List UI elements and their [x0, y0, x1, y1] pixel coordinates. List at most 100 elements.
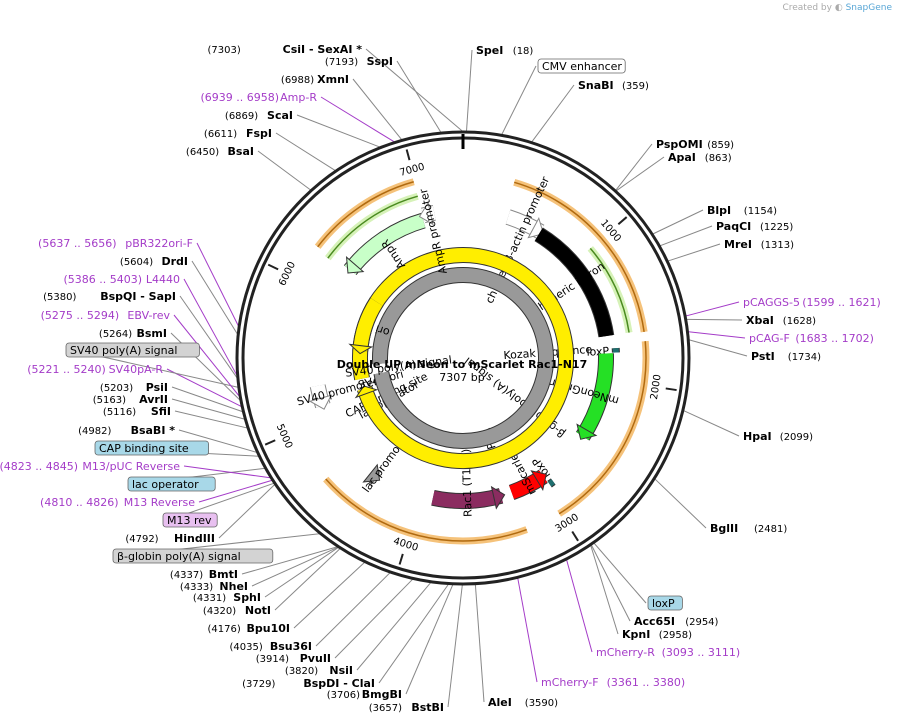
label-text: NsiI: [329, 664, 353, 677]
site-label-apai[interactable]: ApaI(863): [668, 151, 732, 164]
leader-3: [615, 143, 653, 191]
label-num: (7193): [325, 57, 358, 68]
site-label-alei[interactable]: AleI(3590): [488, 696, 558, 709]
site-label-bsabi-[interactable]: (4982)BsaBI *: [78, 424, 175, 437]
site-label-bspqi-sapi[interactable]: (5380)BspQI - SapI: [43, 290, 176, 303]
site-label-mcherry-r[interactable]: mCherry-R(3093 .. 3111): [596, 646, 740, 659]
site-label-m13-puc-reverse[interactable]: (4823 .. 4845)M13/pUC Reverse: [0, 460, 180, 473]
site-label-bspdi-clai[interactable]: (3729)BspDI - ClaI: [242, 677, 375, 690]
leader-38: [178, 429, 257, 453]
leader-1: [501, 65, 537, 135]
site-label-csii-sexai-[interactable]: (7303)CsiI - SexAI *: [208, 43, 363, 56]
site-label-bpu10i[interactable]: (4176)Bpu10I: [208, 622, 290, 635]
site-label-psii[interactable]: (5203)PsiI: [100, 381, 168, 394]
label-text: Acc65I: [634, 615, 675, 628]
label-num: (863): [705, 153, 732, 164]
site-label-kpni[interactable]: KpnI(2958): [622, 628, 692, 641]
leader-40: [171, 398, 245, 420]
site-label-bsu36i[interactable]: (4035)Bsu36I: [230, 640, 312, 653]
site-label-bmgbi[interactable]: (3706)BmgBI: [327, 688, 402, 701]
leader-26: [293, 562, 365, 629]
site-label-l4440[interactable]: (5386 .. 5403)L4440: [63, 273, 180, 286]
site-label-loxp[interactable]: loxP: [647, 595, 683, 611]
site-label-pbr322ori-f[interactable]: (5637 .. 5656)pBR322ori-F: [38, 237, 193, 250]
label-num: (3914): [256, 654, 289, 665]
site-label-sphi[interactable]: (4331)SphI: [193, 591, 261, 604]
label-text: XbaI: [746, 314, 774, 327]
site-label-pcaggs-5[interactable]: pCAGGS-5(1599 .. 1621): [743, 296, 881, 309]
site-label-fspi[interactable]: (6611)FspI: [204, 127, 272, 140]
leader-25: [315, 572, 391, 647]
site-label-pcag-f[interactable]: pCAG-F(1683 .. 1702): [749, 332, 874, 345]
site-label-sfii[interactable]: (5116)SfiI: [103, 405, 171, 418]
label-text: mCherry-R: [596, 646, 655, 659]
site-label-bsmi[interactable]: (5264)BsmI: [99, 327, 167, 340]
feature-ampr[interactable]: [344, 213, 426, 275]
feature-loxp-2[interactable]: [547, 479, 555, 487]
site-label-cmv-enhancer[interactable]: CMV enhancer: [537, 58, 626, 74]
label-text: PvuII: [300, 652, 331, 665]
watermark-brand: SnapGene: [845, 3, 892, 13]
leader-51: [275, 132, 336, 171]
site-label-pspomi[interactable]: PspOMI(859): [656, 138, 734, 151]
label-num: (3657): [369, 703, 402, 714]
site-label-sspi[interactable]: (7193)SspI: [325, 55, 393, 68]
feature-sv40-ori[interactable]: [353, 248, 573, 468]
label-text: M13 rev: [167, 514, 212, 527]
site-label-pvuii[interactable]: (3914) PvuII: [256, 652, 331, 665]
label-box: [112, 548, 274, 564]
site-label-acc65i[interactable]: Acc65I(2954): [634, 615, 719, 628]
label-text: ScaI: [267, 109, 293, 122]
site-label-paqci[interactable]: PaqCI(1225): [716, 220, 793, 233]
label-text: CsiI - SexAI *: [283, 43, 363, 56]
site-label-bmti[interactable]: (4337)BmtI: [170, 568, 238, 581]
site-label-ebv-rev[interactable]: (5275 .. 5294)EBV-rev: [41, 309, 171, 322]
leader-56: [365, 48, 463, 132]
label-box: [94, 440, 209, 456]
site-label-m13-reverse[interactable]: (4810 .. 4826)M13 Reverse: [40, 496, 195, 509]
site-label-lac-operator[interactable]: lac operator: [127, 476, 216, 492]
site-label-bstbi[interactable]: (3657)BstBI: [369, 701, 444, 714]
site-label-drdi[interactable]: (5604)DrdI: [120, 255, 188, 268]
feature-sv40-polya[interactable]: [373, 268, 553, 448]
label-num: (4337): [170, 570, 203, 581]
leader-55: [396, 60, 442, 133]
site-label-m13-rev[interactable]: M13 rev: [162, 512, 218, 528]
label-num: (6869): [225, 111, 258, 122]
site-label-cap-binding-site[interactable]: CAP binding site: [94, 440, 209, 456]
site-label-hpai[interactable]: HpaI(2099): [743, 430, 813, 443]
site-label-spei[interactable]: SpeI(18): [476, 44, 533, 57]
site-label-hindiii[interactable]: (4792)HindIII: [125, 532, 215, 545]
site-label-bsai[interactable]: (6450)BsaI: [186, 145, 254, 158]
feature-mneongreen[interactable]: [576, 353, 613, 441]
site-label-xbai[interactable]: XbaI(1628): [746, 314, 816, 327]
site-label-snabi[interactable]: SnaBI(359): [578, 79, 649, 92]
site-label-sv40pa-r[interactable]: (5221 .. 5240)SV40pA-R: [27, 363, 163, 376]
tick-7000: [405, 149, 411, 161]
label-num: (6939 .. 6958): [200, 91, 279, 104]
site-label-avrii[interactable]: (5163)AvrII: [93, 393, 168, 406]
site-label-nhei[interactable]: (4333)NheI: [180, 580, 248, 593]
site-label-nsii[interactable]: (3820)NsiI: [285, 664, 353, 677]
label-num: (2958): [659, 630, 692, 641]
site-label-blpi[interactable]: BlpI(1154): [707, 204, 777, 217]
site-label-xmni[interactable]: (6988)XmnI: [281, 73, 349, 86]
site-label-mcherry-f[interactable]: mCherry-F(3361 .. 3380): [541, 676, 685, 689]
site-label-psti[interactable]: PstI(1734): [751, 350, 821, 363]
leader-54: [352, 78, 402, 140]
site-label-mrei[interactable]: MreI(1313): [724, 238, 794, 251]
label-num: (5386 .. 5403): [63, 273, 142, 286]
leader-52: [296, 114, 380, 148]
label-num: (859): [707, 140, 734, 151]
site-label--globin-poly-a-signal[interactable]: β-globin poly(A) signal: [112, 548, 274, 564]
site-label-bglii[interactable]: BglII(2481): [710, 522, 787, 535]
site-label-sv40-poly-a-signal[interactable]: SV40 poly(A) signal: [65, 342, 200, 358]
label-text: AleI: [488, 696, 512, 709]
site-label-amp-r[interactable]: (6939 .. 6958)Amp-R: [200, 91, 317, 104]
label-num: (1734): [788, 352, 821, 363]
label-num: (3706): [327, 690, 360, 701]
label-num: (5264): [99, 329, 132, 340]
feature-chimeric-intron[interactable]: [534, 228, 614, 338]
site-label-noti[interactable]: (4320)NotI: [203, 604, 271, 617]
site-label-scai[interactable]: (6869) ScaI: [225, 109, 293, 122]
